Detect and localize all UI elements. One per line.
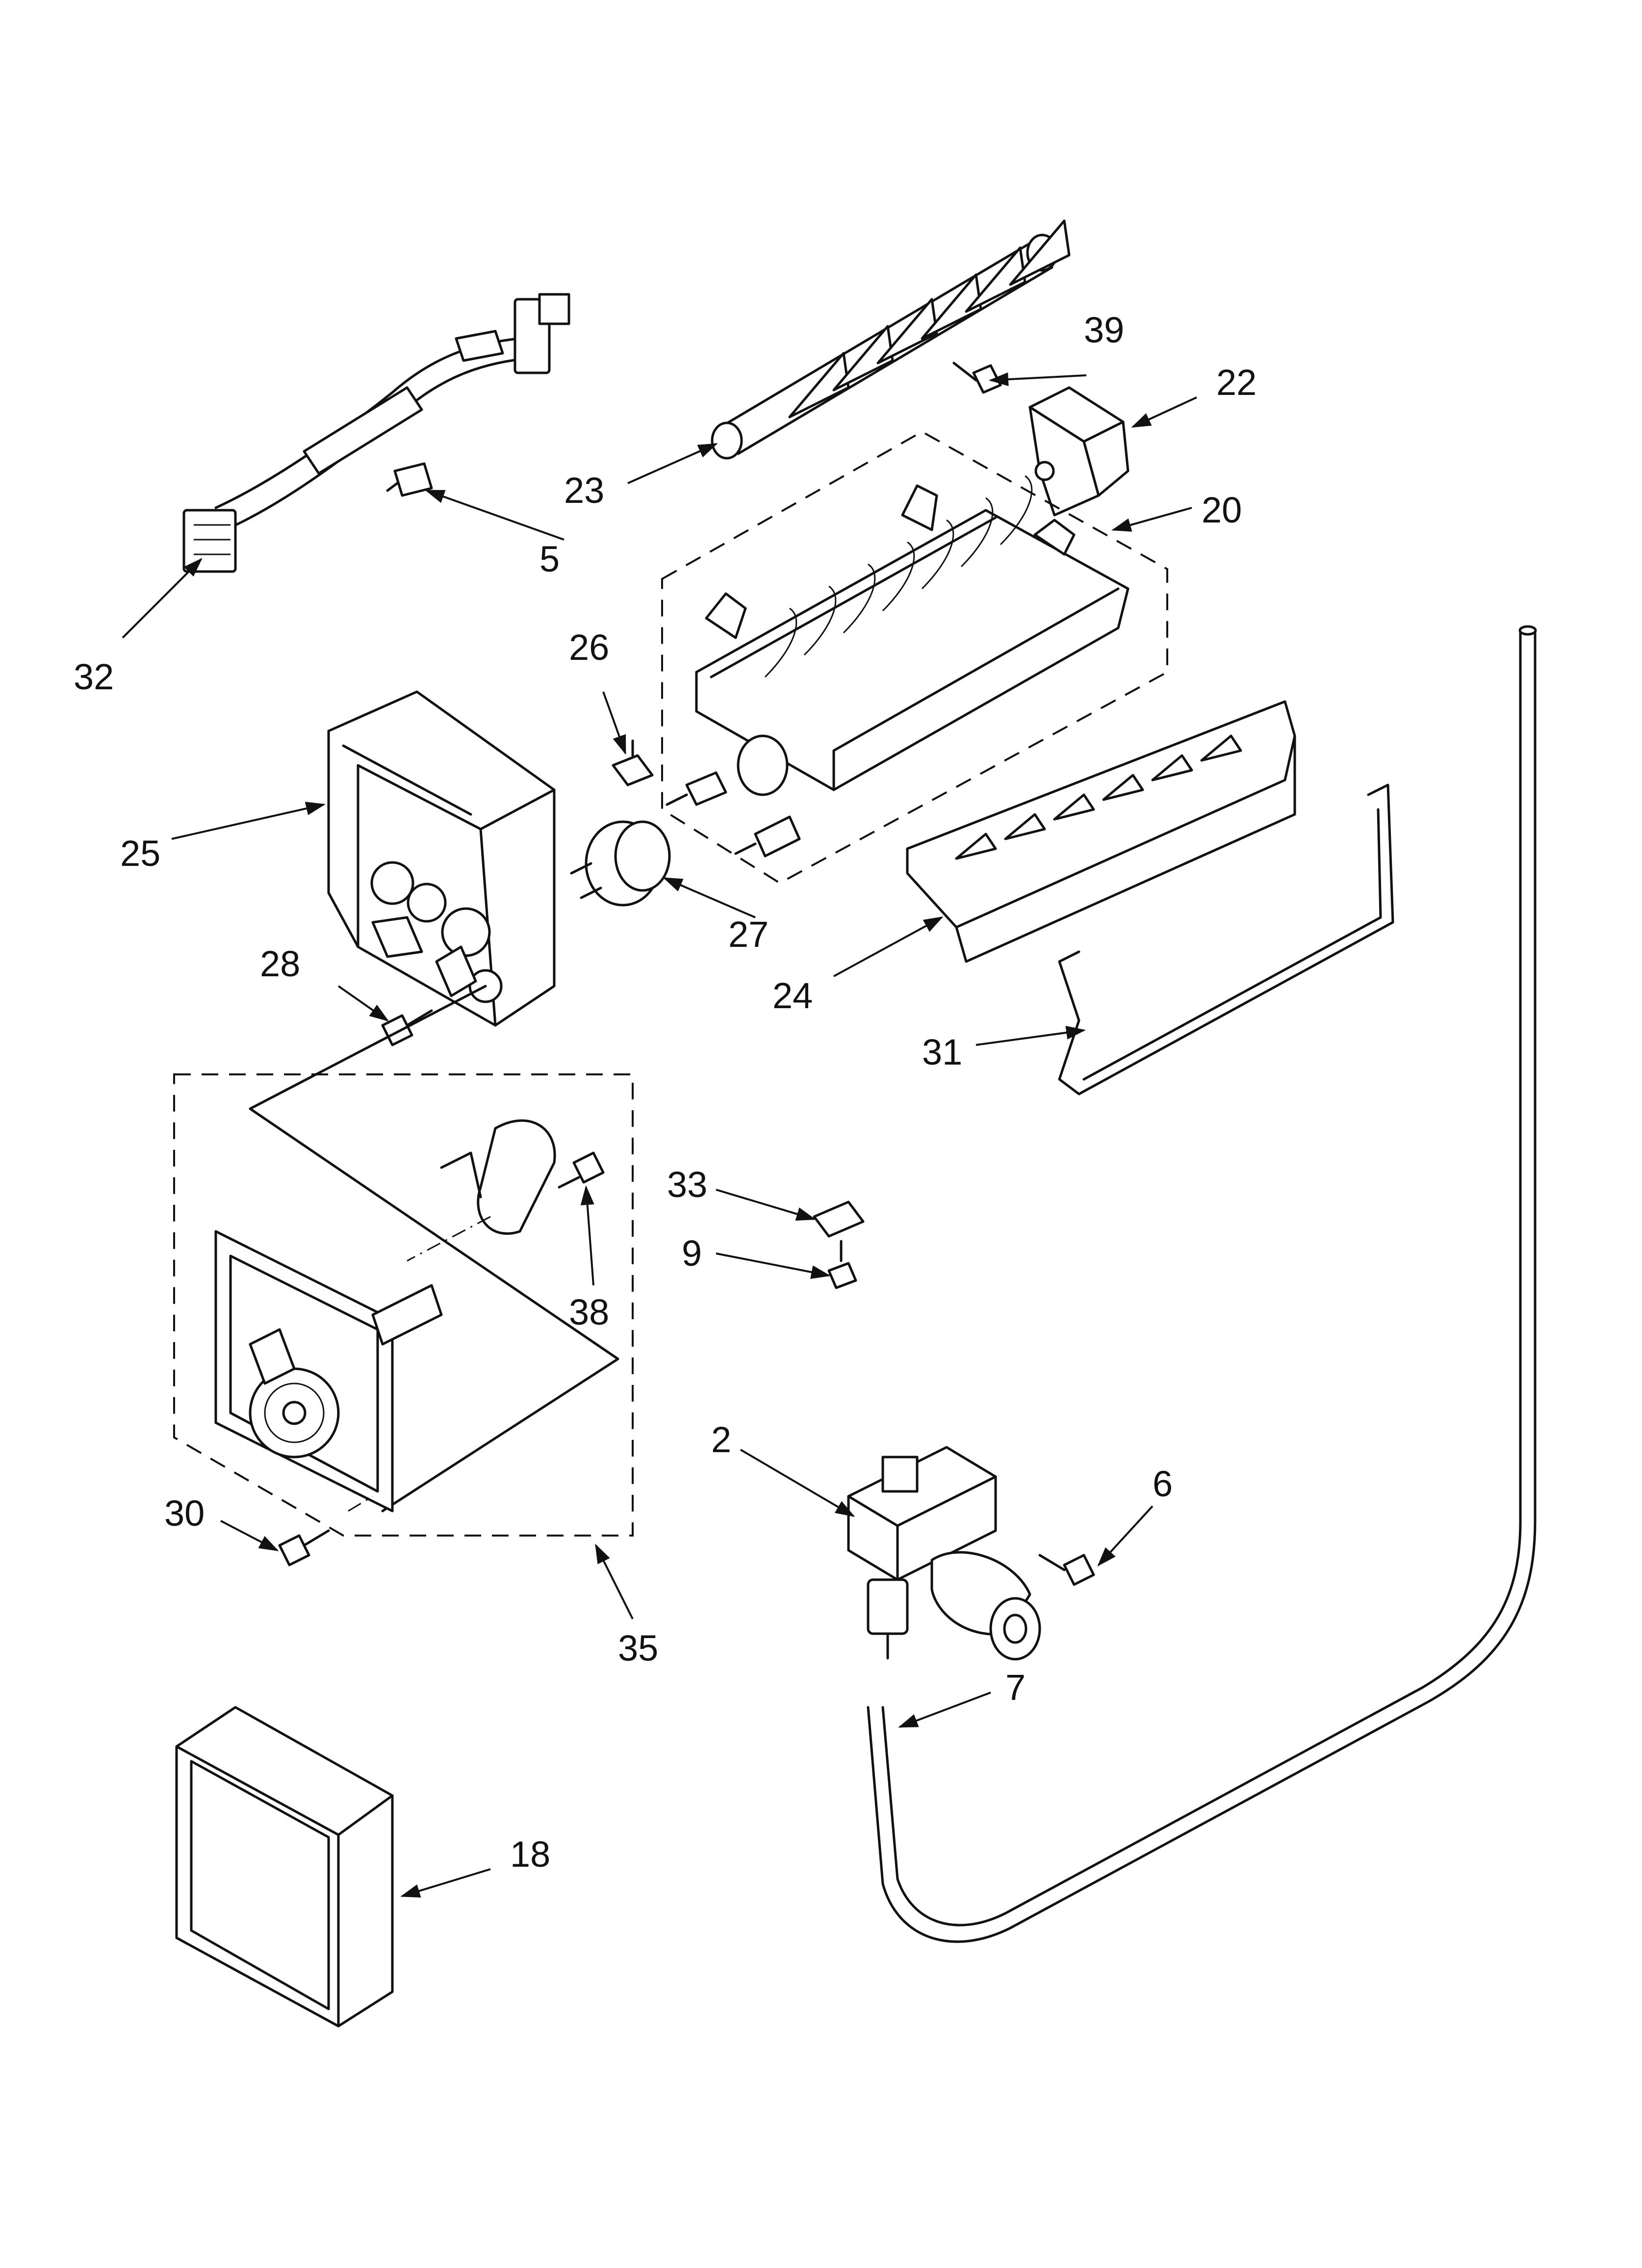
screw-39 bbox=[952, 362, 1002, 394]
callout-5: 5 bbox=[539, 539, 560, 579]
ejector-23 bbox=[711, 219, 1071, 460]
callout-18: 18 bbox=[510, 1834, 550, 1875]
bracket-33 bbox=[813, 1200, 865, 1238]
callout-39: 39 bbox=[1084, 310, 1124, 350]
leader-lines bbox=[122, 372, 1197, 1898]
motor-assembly-35 bbox=[173, 985, 634, 1537]
mold-20 bbox=[661, 430, 1168, 885]
screw-9 bbox=[827, 1240, 857, 1289]
callout-2: 2 bbox=[711, 1419, 731, 1460]
callout-28: 28 bbox=[260, 943, 300, 984]
callout-23: 23 bbox=[564, 470, 604, 511]
clip-5 bbox=[386, 462, 433, 497]
callout-22: 22 bbox=[1216, 362, 1257, 403]
thermostat-27 bbox=[570, 820, 671, 907]
callout-25: 25 bbox=[120, 833, 160, 874]
callout-9: 9 bbox=[682, 1233, 702, 1274]
callout-32: 32 bbox=[74, 656, 114, 697]
screw-30 bbox=[278, 1529, 330, 1566]
callout-6: 6 bbox=[1153, 1463, 1173, 1504]
screw-28 bbox=[381, 1009, 433, 1046]
callout-38: 38 bbox=[569, 1292, 609, 1332]
cover-18 bbox=[175, 1706, 394, 2028]
callout-20: 20 bbox=[1202, 490, 1242, 530]
callout-27: 27 bbox=[728, 914, 769, 955]
callout-33: 33 bbox=[667, 1164, 707, 1205]
callout-24: 24 bbox=[772, 975, 813, 1016]
water-valve-2 bbox=[847, 1446, 1041, 1661]
water-tube-7 bbox=[867, 625, 1537, 1943]
housing-25 bbox=[327, 690, 556, 1027]
callout-35: 35 bbox=[618, 1628, 658, 1668]
wire-harness-32 bbox=[182, 293, 570, 573]
callout-31: 31 bbox=[922, 1032, 962, 1072]
callout-labels: 39 22 23 20 5 32 26 25 27 24 28 31 33 9 … bbox=[74, 310, 1257, 1875]
screw-6 bbox=[1038, 1554, 1095, 1586]
callout-26: 26 bbox=[569, 627, 609, 668]
callout-7: 7 bbox=[1005, 1667, 1026, 1708]
fill-cup-22 bbox=[1028, 386, 1129, 517]
shutoff-arm-31 bbox=[1058, 783, 1394, 1095]
callout-30: 30 bbox=[164, 1493, 205, 1534]
stripper-24 bbox=[906, 700, 1296, 963]
clip-26 bbox=[612, 739, 654, 786]
